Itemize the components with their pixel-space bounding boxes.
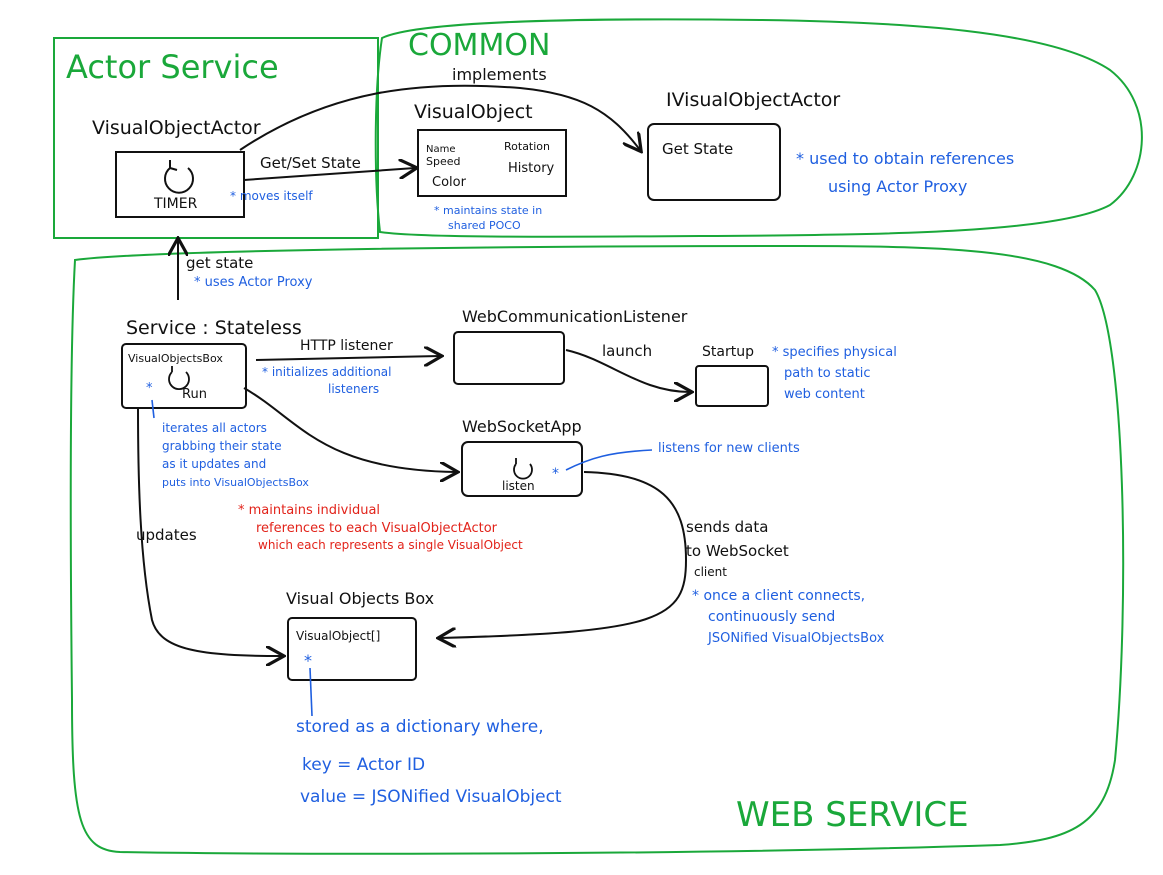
field-name: Name	[426, 144, 456, 155]
actor-note: * moves itself	[230, 189, 313, 203]
sends-note-2: continuously send	[708, 609, 835, 625]
websocket-box	[461, 441, 583, 497]
field-speed: Speed	[426, 155, 460, 168]
common-zone	[374, 18, 1143, 238]
startup-note-1: * specifies physical	[772, 345, 897, 360]
interface-note-line2: using Actor Proxy	[828, 177, 967, 196]
listen-star-icon: *	[552, 466, 559, 482]
objects-box-title: Visual Objects Box	[286, 589, 434, 608]
listen-note: listens for new clients	[658, 441, 800, 456]
common-label: COMMON	[408, 28, 550, 63]
visual-object-title: VisualObject	[414, 101, 533, 123]
updates-arrow	[137, 407, 282, 656]
refresh-icon	[164, 160, 194, 194]
timer-label: TIMER	[153, 196, 198, 212]
listen-note-pointer	[565, 449, 653, 471]
red-note-3: which each represents a single VisualObj…	[258, 538, 523, 552]
implements-label: implements	[452, 65, 547, 84]
get-set-state-arrow	[243, 168, 415, 181]
sends-data-arrow	[440, 471, 688, 638]
sends-note-1: * once a client connects,	[692, 588, 865, 604]
red-note-2: references to each VisualObjectActor	[256, 521, 498, 536]
service-box	[121, 343, 247, 409]
startup-box	[695, 365, 769, 407]
field-rotation: Rotation	[504, 140, 550, 153]
iterate-note-4: puts into VisualObjectsBox	[162, 476, 309, 489]
red-note-1: * maintains individual	[238, 503, 380, 518]
http-note-line2: listeners	[328, 382, 379, 396]
actor-title: VisualObjectActor	[92, 117, 261, 139]
sends-line-3: client	[694, 565, 727, 579]
visual-object-box	[417, 129, 567, 197]
sends-line-1: sends data	[686, 518, 768, 536]
listener-box	[453, 331, 565, 385]
objects-note-1: stored as a dictionary where,	[296, 717, 544, 737]
iterate-note-1: iterates all actors	[162, 421, 267, 435]
startup-note-2: path to static	[784, 366, 871, 381]
http-listener-label: HTTP listener	[300, 338, 393, 354]
startup-title: Startup	[702, 344, 754, 360]
interface-title: IVisualObjectActor	[666, 89, 840, 111]
objects-array-label: VisualObject[]	[296, 629, 380, 643]
field-history: History	[508, 161, 555, 176]
iterate-note-2: grabbing their state	[162, 439, 282, 453]
run-note-pointer	[151, 399, 155, 419]
objects-box	[287, 617, 417, 681]
objects-note-2: key = Actor ID	[302, 755, 425, 775]
web-service-label: WEB SERVICE	[736, 795, 969, 835]
websocket-title: WebSocketApp	[462, 417, 582, 436]
interface-note-line1: * used to obtain references	[796, 149, 1014, 168]
http-listener-arrow	[255, 356, 440, 360]
iterate-note-3: as it updates and	[162, 457, 266, 471]
listen-loop-icon	[513, 458, 533, 480]
updates-label: updates	[136, 526, 197, 544]
listen-label: listen	[502, 479, 535, 493]
startup-note-3: web content	[784, 387, 865, 402]
interface-box	[647, 123, 781, 201]
actor-service-label: Actor Service	[66, 48, 279, 86]
service-get-state-note: * uses Actor Proxy	[194, 275, 313, 290]
run-loop-icon	[168, 366, 190, 391]
get-state-label: Get State	[662, 140, 733, 158]
service-get-state-label: get state	[186, 254, 253, 272]
visual-object-note-line2: shared POCO	[448, 219, 521, 232]
implements-arrow	[239, 84, 640, 150]
objects-note-pointer	[309, 667, 313, 717]
visual-object-note-line1: * maintains state in	[434, 204, 542, 217]
objects-note-3: value = JSONified VisualObject	[300, 787, 562, 807]
web-service-zone	[69, 244, 1125, 855]
actor-box	[115, 151, 245, 218]
launch-label: launch	[602, 342, 652, 360]
get-set-state-label: Get/Set State	[260, 154, 361, 172]
service-box-title: VisualObjectsBox	[128, 352, 223, 365]
actor-service-zone	[53, 37, 379, 239]
field-color: Color	[432, 175, 467, 190]
service-title: Service : Stateless	[126, 317, 302, 339]
sends-note-3: JSONified VisualObjectsBox	[707, 631, 885, 646]
http-note-line1: * initializes additional	[262, 365, 392, 379]
run-label: Run	[182, 387, 207, 402]
run-star-icon: *	[146, 381, 153, 396]
listener-title: WebCommunicationListener	[462, 307, 688, 326]
objects-star-icon: *	[304, 651, 312, 670]
sends-line-2: to WebSocket	[686, 542, 789, 560]
launch-arrow	[565, 349, 690, 392]
service-to-websocket-arrow	[243, 387, 456, 472]
